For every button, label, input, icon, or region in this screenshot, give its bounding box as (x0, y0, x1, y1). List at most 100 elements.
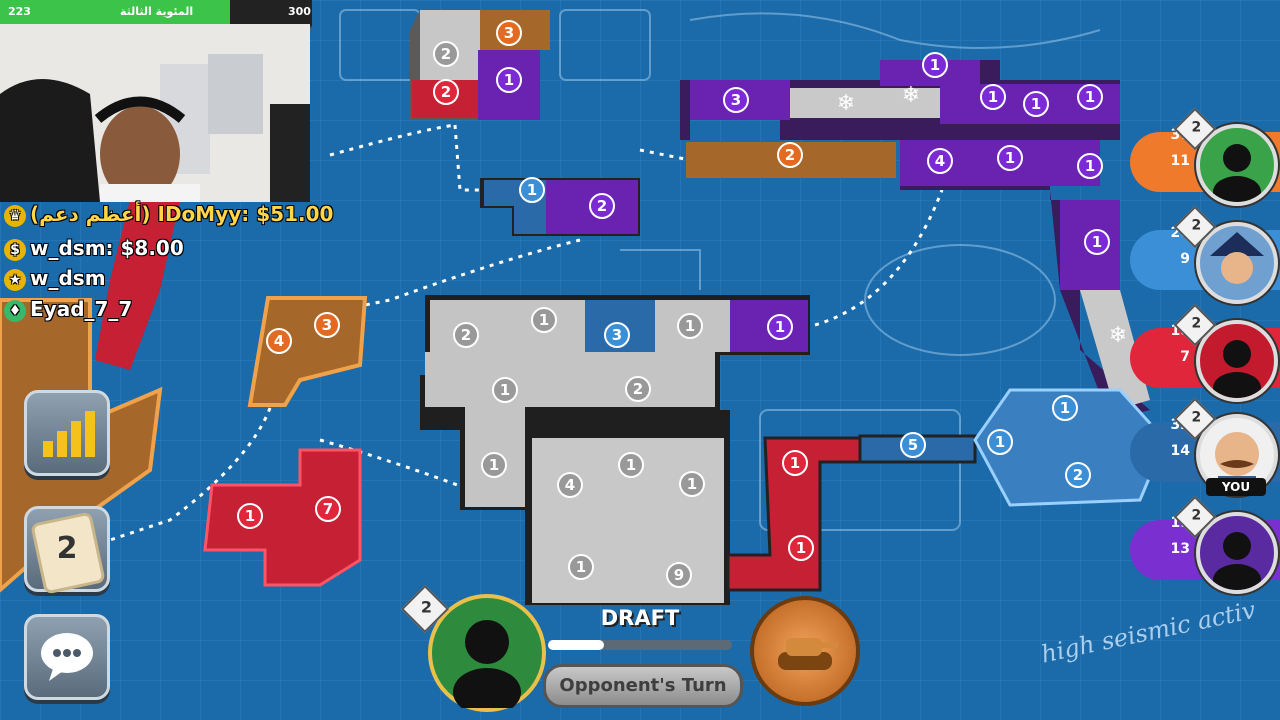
svg-text:1: 1 (1085, 88, 1095, 106)
count-badge[interactable]: 2 (777, 142, 803, 168)
count-badge[interactable]: 2 (453, 322, 479, 348)
svg-text:3: 3 (731, 91, 741, 109)
goal-current: 223 (8, 5, 31, 18)
svg-text:1: 1 (626, 456, 636, 474)
count-badge[interactable]: 1 (767, 314, 793, 340)
count-badge[interactable]: 1 (492, 377, 518, 403)
svg-text:1: 1 (539, 311, 549, 329)
svg-text:3: 3 (504, 24, 514, 42)
count-badge[interactable]: 1 (987, 429, 1013, 455)
donation-item: ♦Eyad_7_7 (4, 297, 132, 322)
player-panel-purple[interactable]: 19 13 2 (1124, 495, 1280, 594)
territory-count: 9 (1180, 251, 1190, 267)
count-badge[interactable]: 4 (927, 148, 953, 174)
count-badge[interactable]: 1 (618, 452, 644, 478)
gem-icon: ♦ (4, 299, 26, 322)
cards-button[interactable]: 2 (24, 506, 110, 595)
svg-text:5: 5 (908, 436, 918, 454)
svg-text:1: 1 (1085, 157, 1095, 175)
player-panel-red[interactable]: 18 7 2 (1124, 303, 1280, 402)
svg-text:2: 2 (785, 146, 795, 164)
svg-text:2: 2 (441, 83, 451, 101)
troop-deploy-button[interactable] (750, 596, 860, 706)
draft-progress-fill (548, 640, 604, 650)
avatar-unknown (1196, 512, 1278, 594)
count-badge[interactable]: 1 (980, 84, 1006, 110)
streamer-webcam (0, 24, 310, 202)
coin-icon: $ (4, 238, 26, 261)
crown-icon: ♛ (4, 204, 26, 227)
count-badge[interactable]: 5 (900, 432, 926, 458)
count-badge[interactable]: 1 (1084, 229, 1110, 255)
svg-text:1: 1 (1005, 149, 1015, 167)
svg-text:2: 2 (441, 45, 451, 63)
svg-text:2: 2 (633, 380, 643, 398)
count-badge[interactable]: 1 (782, 450, 808, 476)
svg-text:2: 2 (597, 197, 607, 215)
count-badge[interactable]: 2 (1065, 462, 1091, 488)
count-badge[interactable]: 3 (496, 20, 522, 46)
svg-text:4: 4 (274, 332, 284, 350)
stats-button[interactable] (24, 390, 110, 476)
count-badge[interactable]: 1 (1023, 91, 1049, 117)
svg-text:1: 1 (527, 181, 537, 199)
you-tag: YOU (1206, 478, 1266, 496)
snowflake-icon: ❄ (1109, 323, 1127, 348)
territory-count: 7 (1180, 349, 1190, 365)
count-badge[interactable]: 1 (922, 52, 948, 78)
svg-text:1: 1 (930, 56, 940, 74)
svg-text:1: 1 (995, 433, 1005, 451)
svg-text:1: 1 (576, 558, 586, 576)
count-badge[interactable]: 1 (568, 554, 594, 580)
end-turn-button[interactable]: Opponent's Turn (543, 664, 743, 708)
count-badge[interactable]: 1 (496, 67, 522, 93)
player-panel-you[interactable]: 32 14 2 YOU (1124, 397, 1280, 496)
count-badge[interactable]: 1 (1077, 153, 1103, 179)
count-badge[interactable]: 1 (531, 307, 557, 333)
svg-text:4: 4 (565, 476, 575, 494)
count-badge[interactable]: 1 (1077, 84, 1103, 110)
svg-text:1: 1 (500, 381, 510, 399)
count-badge[interactable]: 1 (788, 535, 814, 561)
count-badge[interactable]: 3 (723, 87, 749, 113)
current-player-avatar (428, 594, 546, 716)
donation-item: ★w_dsm (4, 266, 106, 291)
svg-text:1: 1 (775, 318, 785, 336)
svg-text:2: 2 (1073, 466, 1083, 484)
player-panel-blue[interactable]: 20 9 2 (1124, 205, 1280, 304)
count-badge[interactable]: 2 (433, 41, 459, 67)
count-badge[interactable]: 3 (604, 322, 630, 348)
phase-label: DRAFT (600, 606, 680, 630)
count-badge[interactable]: 1 (519, 177, 545, 203)
region-top-center[interactable] (410, 10, 550, 120)
territory-count: 11 (1170, 153, 1190, 169)
goal-target: 300 (288, 5, 311, 18)
count-badge[interactable]: 1 (237, 503, 263, 529)
count-badge[interactable]: 4 (557, 472, 583, 498)
chat-button[interactable] (24, 614, 110, 700)
svg-text:9: 9 (674, 566, 684, 584)
count-badge[interactable]: 9 (666, 562, 692, 588)
count-badge[interactable]: 3 (314, 312, 340, 338)
count-badge[interactable]: 4 (266, 328, 292, 354)
count-badge[interactable]: 1 (481, 452, 507, 478)
count-badge[interactable]: 1 (997, 145, 1023, 171)
svg-text:1: 1 (687, 475, 697, 493)
donation-item: $w_dsm: $8.00 (4, 236, 184, 261)
count-badge[interactable]: 1 (679, 471, 705, 497)
svg-text:1: 1 (245, 507, 255, 525)
svg-text:1: 1 (1060, 399, 1070, 417)
count-badge[interactable]: 7 (315, 496, 341, 522)
svg-text:1: 1 (504, 71, 514, 89)
svg-text:1: 1 (988, 88, 998, 106)
count-badge[interactable]: 2 (625, 376, 651, 402)
snowflake-icon: ❄ (902, 83, 920, 108)
tank-icon (778, 638, 838, 670)
player-panel-orange[interactable]: 37 11 2 (1124, 107, 1280, 206)
count-badge[interactable]: 1 (677, 313, 703, 339)
count-badge[interactable]: 2 (589, 193, 615, 219)
count-badge[interactable]: 2 (433, 79, 459, 105)
svg-text:1: 1 (790, 454, 800, 472)
goal-fill (0, 0, 230, 26)
count-badge[interactable]: 1 (1052, 395, 1078, 421)
